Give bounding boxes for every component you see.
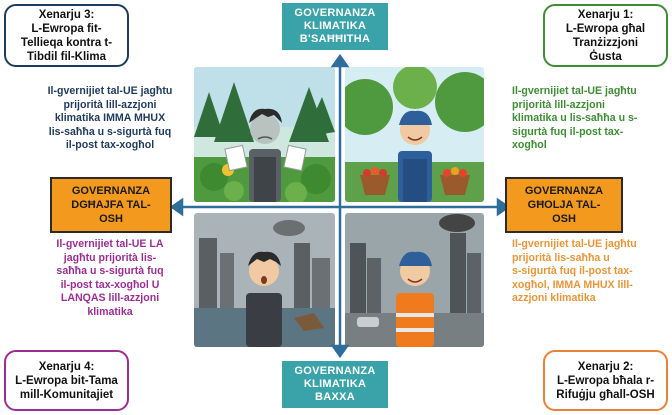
desc-bl-2: jagħtu prijorità lis- — [63, 251, 157, 264]
scenario-1-line-3: Tranżizzjoni — [572, 36, 639, 49]
desc-br-1: Il-gvernijiet tal-UE jagħtu — [512, 238, 637, 250]
desc-tl-1: Il-gvernijiet tal-UE jagħtu — [47, 85, 173, 97]
desc-tl-5: il-post tax-xogħol — [65, 139, 155, 152]
worker-with-papers-forest-icon — [194, 67, 335, 202]
right-axis-line-1: GOVERNANZA — [524, 185, 604, 197]
scenario-3-line-1: Xenarju 3: — [38, 8, 95, 21]
desc-tr-2: prijorità lill-azzjoni — [512, 98, 605, 111]
bottom-axis-line-2: KLIMATIKA — [303, 378, 367, 390]
desc-bl-1: Il-gvernijiet tal-UE LA — [56, 238, 164, 250]
scenario-4-box: Xenarju 4: L-Ewropa bit-Tama mill-Komuni… — [4, 350, 129, 411]
left-axis-line-2: DGĦAJFA TAL- — [71, 199, 151, 211]
desc-tr-4: sigurtà fuq il-post tax- — [512, 125, 624, 138]
desc-tl-4: lis-saħħa u s-sigurtà fuq — [48, 125, 172, 138]
desc-tl-3: klimatika IMMA MHUX — [54, 112, 166, 125]
scenario-2-box: Xenarju 2: L-Ewropa bħala r- Rifuġju għa… — [543, 350, 668, 411]
desc-bl-3: saħħa u s-sigurtà fuq — [56, 265, 164, 278]
desc-br-2: prijorità lis-saħħa u — [512, 251, 610, 264]
top-axis-label: GOVERNANZA KLIMATIKA B'SAĦĦITHA — [282, 3, 388, 50]
top-right-description: Il-gvernijiet tal-UE jagħtu prijorità li… — [512, 85, 670, 153]
left-axis-label: GOVERNANZA DGĦAJFA TAL- OSH — [50, 177, 172, 233]
top-left-description: Il-gvernijiet tal-UE jagħtu prijorità li… — [30, 85, 190, 153]
scenario-3-box: Xenarju 3: L-Ewropa fit- Tellieqa kontra… — [4, 4, 129, 67]
bottom-left-description: Il-gvernijiet tal-UE LA jagħtu prijorità… — [30, 238, 190, 320]
scenario-3-line-3: Tellieqa kontra t- — [20, 36, 113, 49]
scenario-1-line-1: Xenarju 1: — [577, 8, 634, 21]
desc-bl-5: LANQAS lill-azzjoni — [60, 292, 160, 305]
scenario-2-line-2: L-Ewropa bħala r- — [556, 374, 655, 387]
scenario-4-line-3: mill-Komunitajiet — [19, 388, 114, 401]
right-axis-line-3: OSH — [552, 213, 576, 225]
top-axis-line-1: GOVERNANZA — [294, 7, 376, 19]
scenario-3-line-2: L-Ewropa fit- — [31, 22, 102, 35]
right-axis-line-2: GĦOLJA TAL- — [527, 199, 601, 211]
scenario-1-box: Xenarju 1: L-Ewropa għal Tranżizzjoni Ġu… — [543, 4, 668, 67]
scenario-3-line-4: Tibdil fil-Klima — [26, 50, 106, 63]
top-axis-line-3: B'SAĦĦITHA — [299, 33, 371, 45]
desc-tr-3: klimatika u lis-saħħa u s- — [512, 112, 638, 125]
worker-with-baskets-garden-icon — [345, 67, 484, 202]
desc-tr-5: xogħol — [512, 139, 547, 152]
desc-tr-1: Il-gvernijiet tal-UE jagħtu — [512, 85, 637, 97]
scenario-4-line-1: Xenarju 4: — [38, 360, 95, 373]
scenario-4-line-2: L-Ewropa bit-Tama — [15, 374, 118, 387]
scenario-2-line-3: Rifuġju għall-OSH — [556, 388, 655, 401]
desc-br-5: azzjoni klimatika — [512, 292, 596, 305]
left-axis-line-3: OSH — [99, 213, 123, 225]
right-axis-label: GOVERNANZA GĦOLJA TAL- OSH — [505, 177, 623, 233]
bottom-axis-label: GOVERNANZA KLIMATIKA BAXXA — [282, 361, 388, 408]
desc-bl-6: klimatika — [87, 305, 133, 318]
worker-safety-vest-city-icon — [345, 213, 484, 347]
bottom-right-description: Il-gvernijiet tal-UE jagħtu prijorità li… — [512, 238, 670, 306]
desc-tl-2: prijorità lill-azzjoni — [63, 98, 157, 111]
bottom-axis-line-1: GOVERNANZA — [294, 365, 376, 377]
scenario-1-line-2: L-Ewropa għal — [565, 22, 646, 35]
scenario-2-line-1: Xenarju 2: — [577, 360, 634, 373]
scenario-1-line-4: Ġusta — [589, 50, 622, 63]
top-axis-line-2: KLIMATIKA — [303, 20, 367, 32]
desc-br-4: xogħol, IMMA MHUX lill- — [512, 278, 633, 291]
left-axis-line-1: GOVERNANZA — [71, 185, 151, 197]
worker-flooded-city-icon — [194, 213, 335, 347]
desc-bl-4: il-post tax-xogħol U — [60, 278, 160, 291]
bottom-axis-line-3: BAXXA — [314, 391, 355, 403]
desc-br-3: s-sigurtà fuq il-post tax- — [512, 265, 633, 278]
